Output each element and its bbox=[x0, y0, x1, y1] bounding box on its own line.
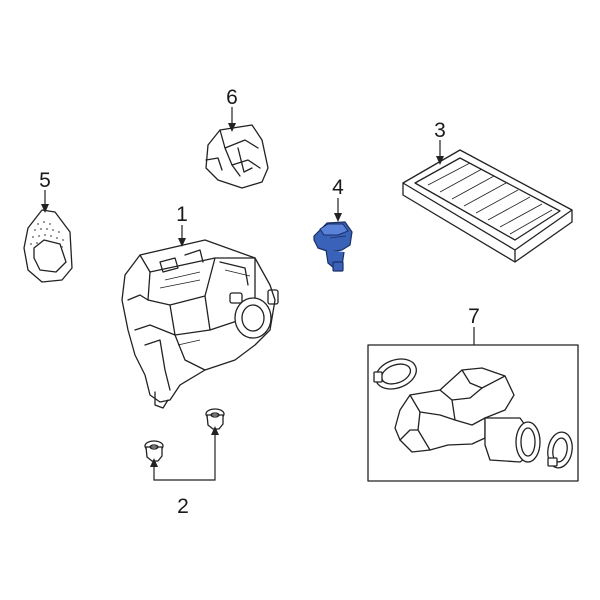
part-1-air-cleaner-housing[interactable] bbox=[121, 239, 279, 409]
callout-3: 3 bbox=[434, 119, 446, 142]
callout-7: 7 bbox=[468, 305, 480, 328]
part-4-mass-air-flow-sensor[interactable] bbox=[313, 221, 353, 272]
part-7-intake-duct-assembly[interactable] bbox=[367, 344, 579, 482]
callout-6: 6 bbox=[226, 86, 238, 109]
part-6-resonator[interactable] bbox=[205, 124, 269, 189]
part-2-mount-grommets[interactable] bbox=[144, 408, 225, 462]
callout-2: 2 bbox=[177, 495, 189, 518]
callout-4: 4 bbox=[332, 176, 344, 199]
part-5-inlet-screen[interactable] bbox=[23, 209, 73, 283]
callout-numbers: 1 2 3 4 5 6 7 bbox=[39, 86, 480, 518]
callout-1: 1 bbox=[176, 203, 188, 226]
leader-lines bbox=[41, 107, 475, 481]
callout-5: 5 bbox=[39, 169, 51, 192]
part-3-air-filter[interactable] bbox=[402, 149, 573, 263]
